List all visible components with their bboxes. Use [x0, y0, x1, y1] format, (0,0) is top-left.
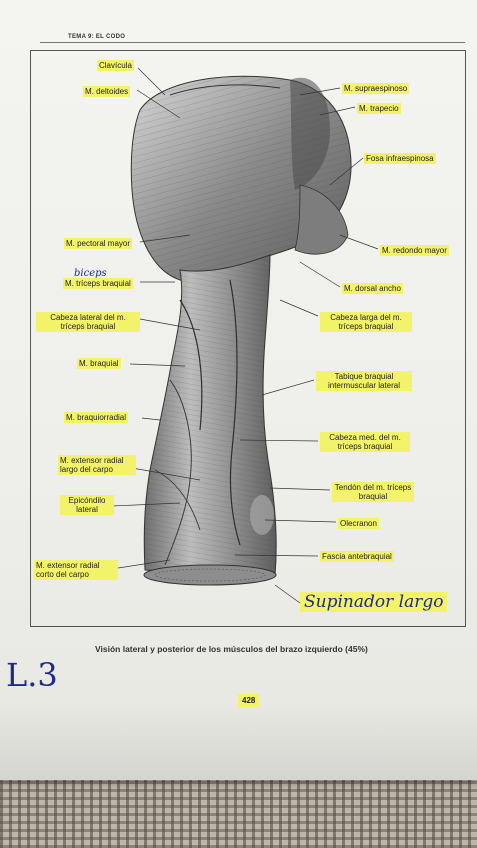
figure-frame	[30, 50, 466, 627]
label-cabeza-medial: Cabeza med. del m. tríceps braquial	[320, 432, 410, 452]
header-rule	[40, 42, 465, 43]
label-redondo-mayor: M. redondo mayor	[380, 245, 449, 256]
label-deltoides: M. deltoides	[83, 86, 131, 97]
figure-caption: Visión lateral y posterior de los múscul…	[95, 644, 368, 654]
page-header: TEMA 9: EL CODO	[68, 34, 126, 40]
handwritten-margin-note: L.3	[6, 656, 58, 694]
upper-arm-muscles	[143, 254, 277, 576]
label-cabeza-lateral: Cabeza lateral del m. tríceps braquial	[36, 312, 140, 332]
forearm-cut-section	[143, 564, 277, 586]
label-extensor-radial-largo: M. extensor radial largo del carpo	[58, 455, 136, 475]
label-trapecio: M. trapecio	[357, 103, 401, 114]
label-fosa-infraespinosa: Fosa infraespinosa	[364, 153, 436, 164]
label-braquial: M. braquial	[77, 358, 121, 369]
label-epicondilo-lateral: Epicóndilo lateral	[60, 495, 114, 515]
label-braquiorradial: M. braquiorradial	[64, 412, 129, 423]
label-dorsal-ancho: M. dorsal ancho	[342, 283, 403, 294]
label-clavicula: Clavícula	[97, 60, 134, 71]
leader-lines	[111, 67, 379, 604]
label-fascia-antebraquial: Fascia antebraquial	[320, 551, 394, 562]
label-triceps-braquial: M. tríceps braquial	[63, 278, 133, 289]
label-cabeza-larga: Cabeza larga del m. tríceps braquial	[320, 312, 412, 332]
handwritten-supinador-largo: Supinador largo	[300, 592, 448, 612]
label-supraespinoso: M. supraespinoso	[342, 83, 410, 94]
label-tendon-triceps: Tendón del m. tríceps braquial	[332, 482, 414, 502]
handwritten-biceps: biceps	[74, 268, 107, 279]
label-olecranon: Olecranon	[338, 518, 379, 529]
label-pectoral-mayor: M. pectoral mayor	[64, 238, 133, 249]
shoulder-muscles	[130, 75, 352, 282]
label-extensor-radial-corto: M. extensor radial corto del carpo	[34, 560, 118, 580]
page-shadow	[0, 700, 477, 780]
label-tabique-braquial: Tabique braquial intermuscular lateral	[316, 371, 412, 391]
page-number: 428	[238, 694, 260, 707]
